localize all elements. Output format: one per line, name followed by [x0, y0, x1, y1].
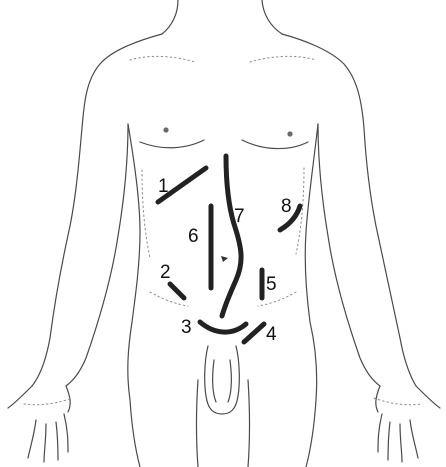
incision-3-label: 3 — [181, 317, 192, 338]
incision-4-label: 4 — [266, 324, 277, 345]
left-nipple — [163, 127, 168, 132]
incisions — [158, 156, 300, 342]
left-hand — [8, 386, 70, 462]
left-clavicle-line — [130, 56, 195, 62]
incision-7-label: 7 — [234, 206, 245, 227]
left-torso-side — [128, 124, 140, 467]
genitals — [205, 346, 240, 414]
right-wrist-line — [374, 398, 422, 405]
navel — [221, 256, 228, 262]
incision-8-label: 8 — [281, 196, 292, 217]
neck-left — [162, 0, 178, 34]
left-inner-thigh — [197, 380, 199, 467]
incision-4-line — [244, 324, 264, 342]
body-outline — [8, 0, 440, 467]
incision-7-line — [222, 156, 241, 316]
chest-right — [242, 140, 308, 149]
neck-right — [262, 0, 282, 34]
incision-5-label: 5 — [266, 274, 277, 295]
incision-1-label: 1 — [158, 176, 169, 197]
genitals-inner — [213, 360, 232, 402]
incision-3-line — [200, 322, 246, 332]
right-hand — [376, 386, 440, 462]
right-torso-side — [305, 124, 318, 467]
chest-left — [140, 140, 204, 148]
incision-2-line — [170, 284, 184, 298]
right-nipple — [287, 131, 292, 136]
right-inner-thigh — [248, 380, 250, 467]
incision-2-label: 2 — [160, 262, 171, 283]
right-clavicle-line — [250, 56, 316, 62]
right-inner-arm — [318, 124, 380, 386]
left-shoulder-arm — [32, 34, 162, 386]
left-wrist-line — [24, 398, 72, 405]
left-costal-margin — [142, 170, 150, 258]
incision-6-label: 6 — [188, 226, 199, 247]
left-inner-arm — [66, 124, 128, 386]
